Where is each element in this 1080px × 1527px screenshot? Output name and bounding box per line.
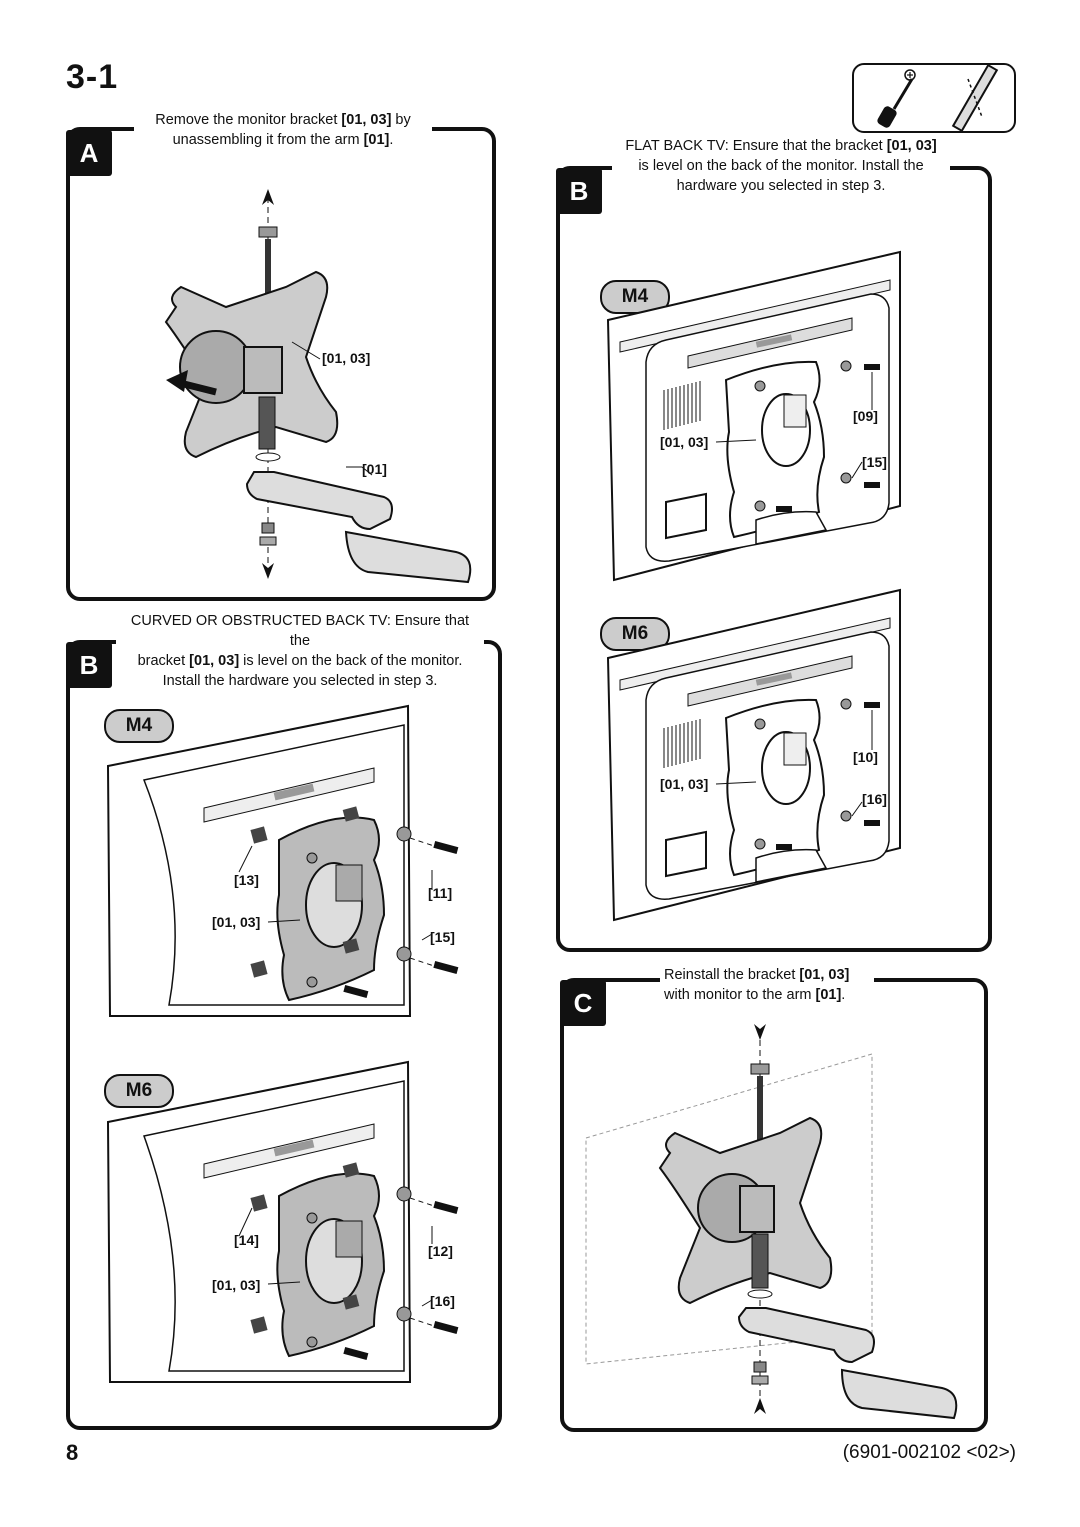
step-c-tag: C <box>560 980 606 1026</box>
tools-box <box>852 63 1016 133</box>
m6-curved-washer-label: [16] <box>430 1293 455 1309</box>
m6-flat-screw-label: [10] <box>853 749 878 765</box>
page-number: 8 <box>66 1440 79 1465</box>
section-title: 3-1 <box>66 58 119 96</box>
step-b-curved-caption: CURVED OR OBSTRUCTED BACK TV: Ensure tha… <box>116 611 484 691</box>
document-code: (6901-002102 <02>) <box>842 1442 1016 1463</box>
screwdriver-icon <box>877 69 916 128</box>
m6-curved-tag: M6 <box>104 1074 174 1108</box>
m4-curved-screw-label: [11] <box>428 885 453 901</box>
wrench-icon <box>951 63 999 133</box>
step-a-bracket-label: [01, 03] <box>322 350 371 366</box>
step-c-illustration <box>585 1024 958 1420</box>
m6-curved-illustration <box>106 1060 459 1383</box>
step-b-curved-tag: B <box>66 642 112 688</box>
m6-flat-washer-label: [16] <box>862 791 887 807</box>
m4-flat-screw-label: [09] <box>853 408 878 424</box>
m6-curved-spacer-label: [14] <box>234 1232 259 1248</box>
m4-flat-illustration <box>606 250 901 582</box>
m4-curved-bracket-label: [01, 03] <box>212 914 261 930</box>
step-a-illustration <box>164 189 472 584</box>
step-b-flat-caption: FLAT BACK TV: Ensure that the bracket [0… <box>612 136 950 196</box>
m4-curved-illustration <box>106 704 459 1017</box>
m6-flat-bracket-label: [01, 03] <box>660 776 709 792</box>
step-a-caption: Remove the monitor bracket [01, 03] by u… <box>134 110 432 150</box>
m4-flat-bracket-label: [01, 03] <box>660 434 709 450</box>
step-c-caption: Reinstall the bracket [01, 03] with moni… <box>660 965 874 1005</box>
m4-curved-spacer-label: [13] <box>234 872 259 888</box>
m4-curved-washer-label: [15] <box>430 929 455 945</box>
m6-curved-screw-label: [12] <box>428 1243 453 1259</box>
m4-curved-tag: M4 <box>104 709 174 743</box>
step-a-arm-label: [01] <box>362 461 387 477</box>
step-a-tag: A <box>66 130 112 176</box>
m4-flat-washer-label: [15] <box>862 454 887 470</box>
m6-curved-bracket-label: [01, 03] <box>212 1277 261 1293</box>
step-b-flat-tag: B <box>556 168 602 214</box>
m6-flat-illustration <box>606 588 901 922</box>
